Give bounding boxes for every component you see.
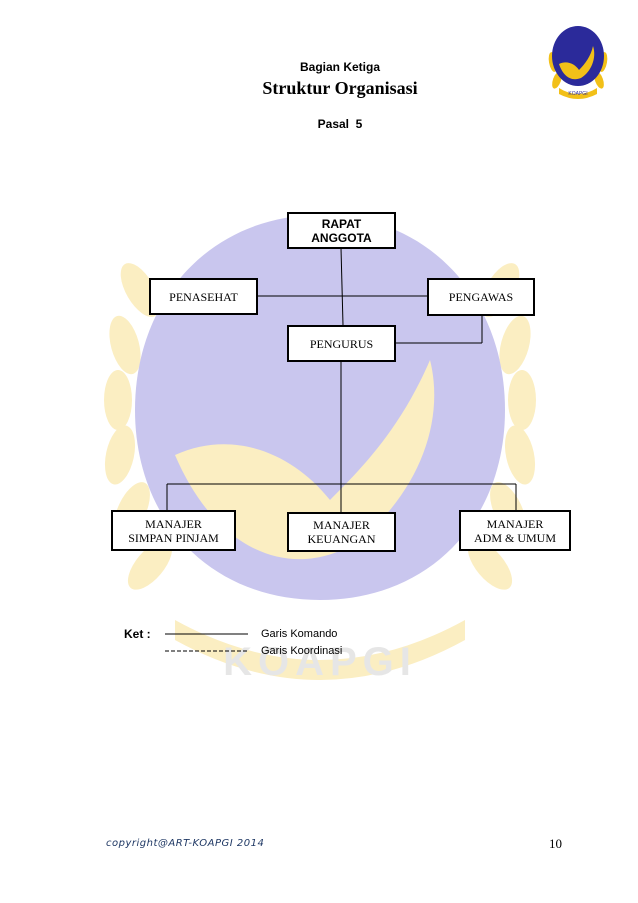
koapgi-logo-icon: KOAPGI (548, 26, 608, 99)
page-number: 10 (549, 836, 562, 851)
box-pengurus: PENGURUS (287, 325, 396, 362)
section-subheading: Bagian Ketiga (299, 60, 380, 74)
section-title: Struktur Organisasi (262, 78, 418, 98)
connector-rapat-pengurus (340, 247, 344, 326)
pengawas-label: PENGAWAS (448, 290, 514, 304)
watermark-text: KOAPGI (223, 640, 417, 684)
box-pengawas: PENGAWAS (427, 278, 535, 316)
footer-copyright: copyright@ART-KOAPGI 2014 (106, 838, 265, 849)
manajer-keuangan-line2: KEUANGAN (307, 532, 376, 546)
legend-dashed-text: Garis Koordinasi (261, 645, 343, 657)
rapat-anggota-line1: RAPAT (321, 216, 362, 231)
box-rapat-anggota: RAPAT ANGGOTA (287, 212, 396, 249)
box-penasehat: PENASEHAT (149, 278, 258, 315)
manajer-adm-umum-line1: MANAJER (486, 516, 544, 531)
box-manajer-adm-umum: MANAJER ADM & UMUM (459, 510, 571, 551)
manajer-simpan-pinjam-line2: SIMPAN PINJAM (128, 530, 219, 545)
watermark-laurel-icon (104, 263, 536, 680)
penasehat-label: PENASEHAT (169, 289, 238, 304)
rapat-anggota-line2: ANGGOTA (311, 230, 372, 245)
legend-label: Ket : (124, 627, 151, 641)
legend-solid-text: Garis Komando (261, 628, 338, 640)
manajer-adm-umum-line2: ADM & UMUM (473, 530, 556, 545)
box-manajer-simpan-pinjam: MANAJER SIMPAN PINJAM (111, 510, 236, 551)
manajer-simpan-pinjam-line1: MANAJER (145, 516, 202, 531)
logo-text: KOAPGI (568, 91, 587, 97)
pengurus-label: PENGURUS (309, 336, 374, 351)
watermark-bird-icon (175, 360, 435, 560)
manajer-keuangan-line1: MANAJER (313, 518, 370, 532)
box-manajer-keuangan: MANAJER KEUANGAN (287, 512, 396, 552)
article-number: Pasal 5 (317, 117, 363, 131)
